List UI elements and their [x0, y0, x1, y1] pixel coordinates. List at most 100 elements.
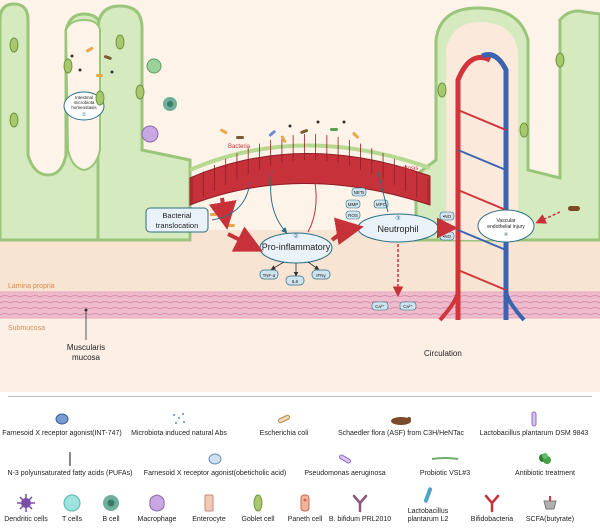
paneth-cell-icon [300, 494, 310, 512]
legend-label-fxr-oca: Farnesoid X receptor agonist(obeticholic… [143, 469, 287, 477]
neutrophil-label: Neutrophil [377, 224, 418, 234]
legend-label-schaedler: Schaedler flora (ASF) from C3H/HeNTac [337, 429, 465, 437]
neutrophil-mediators: NETs MMP ROS MPO [345, 187, 389, 220]
svg-text:MPO: MPO [376, 202, 387, 207]
submucosa-label: Submucosa [8, 325, 45, 332]
antibiotic-icon [539, 452, 551, 464]
legend-item-scfa: SCFA(butyrate) [520, 493, 580, 524]
homeostasis-label-1: Intestinal [75, 95, 93, 100]
legend-item-enterocyte: Enterocyte [184, 493, 234, 524]
translocation-down-arrow [208, 197, 237, 230]
enterocyte-icon [204, 494, 214, 512]
cytokine-tnf: TNF-α [259, 269, 279, 280]
vascular-label-2: endothelial injury [487, 224, 525, 230]
legend-label-bifidum: B. bifidum PRL2010 [328, 515, 392, 523]
legend-item-schaedler: Schaedler flora (ASF) from C3H/HeNTac [334, 411, 468, 438]
scfa-icon [543, 495, 557, 510]
cytokine-arrow-1 [270, 261, 285, 270]
inflammation-to-neutrophil-arrow [330, 217, 364, 246]
muscularis-label-1: Muscularis [67, 343, 105, 352]
muscularis-mucosa-layer [0, 292, 600, 318]
submucosa-layer [0, 318, 600, 392]
fxr-agonist-int747-icon [55, 413, 69, 425]
legend-label-antibiotic: Antibiotic treatment [515, 469, 575, 477]
svg-text:•NO: •NO [443, 234, 452, 239]
bacterial-translocation-label-2: translocation [156, 221, 199, 230]
enterocyte-cells [191, 134, 429, 204]
legend-item-goblet: Goblet cell [234, 493, 282, 524]
svg-text:Ca²⁺: Ca²⁺ [403, 304, 413, 309]
legend-label-goblet: Goblet cell [241, 515, 275, 523]
calcium-marker-2: Ca²⁺ [399, 301, 417, 311]
inflamed-epithelium [189, 153, 431, 206]
legend-label-lacto-dsm: Lactobacillus plantarum DSM 9843 [479, 429, 589, 437]
circulation-label: Circulation [424, 349, 462, 358]
macrophage-icon [149, 494, 165, 512]
cytokine-il6: IL6 [285, 275, 305, 286]
legend-item-vsl3: Probiotic VSL#3 [400, 451, 490, 478]
b-cell-icon [103, 494, 119, 511]
apoptosis-label: Apoptosis [392, 166, 418, 172]
vascular-step: ④ [504, 232, 509, 238]
lactobacillus-l2-icon [423, 487, 433, 503]
probiotic-vsl3-icon [431, 456, 459, 460]
lamina-propria-label: Lamina propria [8, 283, 55, 290]
legend-label-vsl3: Probiotic VSL#3 [419, 469, 471, 477]
vascular-injury-callout [477, 209, 535, 243]
neutrophil-step: ③ [395, 215, 400, 222]
t-cell-icon [63, 494, 81, 512]
dendritic-cell-icon [17, 493, 35, 512]
legend-row-2: N-3 polyunsaturated fatty acids (PUFAs) … [0, 444, 600, 478]
legend-item-tcell: T cells [52, 493, 92, 524]
bacterial-translocation-box [145, 207, 209, 233]
legend-item-macrophage: Macrophage [130, 493, 184, 524]
b-bifidum-icon [352, 494, 368, 513]
legend-item-bcell: B cell [92, 493, 130, 524]
homeostasis-label-3: homeostasis [71, 105, 97, 110]
epithelium-inflammation-link-1 [270, 169, 288, 234]
gut-vascular-diagram: Intestinal microbiota homeostasis ① Bact… [0, 0, 600, 392]
legend-label-tcell: T cells [61, 515, 83, 523]
homeostasis-step: ① [82, 112, 87, 118]
svg-text:IFNγ: IFNγ [316, 273, 326, 278]
legend-label-natural-abs: Microbiota induced natural Abs [131, 429, 227, 437]
legend-label-fxr-int747: Farnesoid X receptor agonist(INT-747) [2, 429, 122, 437]
villus-left-2 [96, 4, 192, 242]
homeostasis-label-2: microbiota [74, 100, 95, 105]
pufa-icon [69, 451, 71, 466]
svg-text:Ca²⁺: Ca²⁺ [375, 304, 385, 309]
goblet-cells [9, 34, 565, 138]
svg-text:ROS: ROS [348, 213, 358, 218]
no-marker-1: •NO [439, 211, 455, 221]
muscularis-label-2: mucosa [72, 353, 101, 362]
legend-row-1: Farnesoid X receptor agonist(INT-747) Mi… [0, 404, 600, 438]
homeostasis-callout [63, 91, 105, 121]
legend-item-fxr-oca: Farnesoid X receptor agonist(obeticholic… [140, 451, 290, 478]
svg-text:NETs: NETs [354, 190, 366, 195]
legend-label-dendritic: Dendritic cells [4, 515, 48, 523]
goblet-cell-icon [253, 494, 263, 512]
legend-item-paneth: Paneth cell [282, 493, 328, 524]
schaedler-flora-icon [391, 416, 411, 425]
epithelium-inflammation-link-2 [307, 167, 317, 233]
legend-label-macrophage: Macrophage [137, 515, 177, 523]
pseudomonas-icon [339, 454, 351, 464]
legend-label-bcell: B cell [102, 515, 120, 523]
epithelium-neutrophil-link [377, 171, 389, 213]
legend-item-dendritic: Dendritic cells [0, 493, 52, 524]
legend-item-pseudomonas: Pseudomonas aeruginosa [290, 451, 400, 478]
svg-text:•NO: •NO [443, 214, 452, 219]
lactobacillus-dsm9843-icon [531, 411, 537, 427]
legend-label-pufa: N-3 polyunsaturated fatty acids (PUFAs) [7, 469, 133, 477]
escherichia-coli-icon [277, 414, 291, 424]
legend-item-antibiotic: Antibiotic treatment [490, 451, 600, 478]
svg-text:IL6: IL6 [292, 279, 299, 284]
legend-label-bifidobacteria: Bifidobacteria [470, 515, 514, 523]
svg-text:TNF-α: TNF-α [263, 273, 276, 278]
natural-abs-icon [173, 412, 185, 424]
pro-inflammatory-step: ② [293, 233, 298, 240]
legend-label-scfa: SCFA(butyrate) [525, 515, 575, 523]
bifidobacteria-icon [484, 494, 500, 513]
legend-item-bifidum: B. bifidum PRL2010 [328, 493, 392, 524]
